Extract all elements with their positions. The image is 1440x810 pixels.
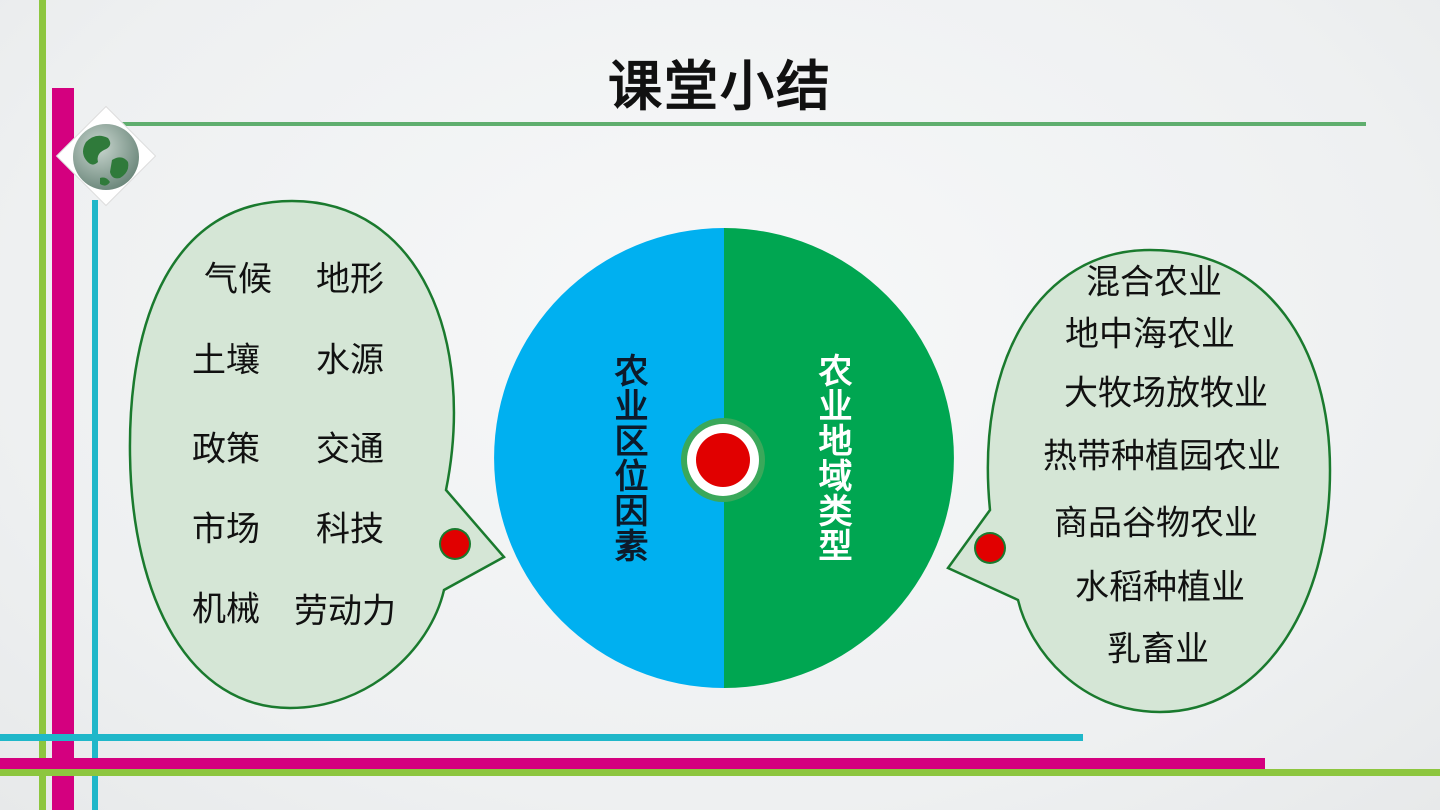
title-underline <box>100 122 1366 126</box>
right-item-commercial-grain: 商品谷物农业 <box>1054 503 1258 544</box>
left-item-labor: 劳动力 <box>294 591 396 632</box>
frame-magenta-horizontal-line <box>0 758 1265 769</box>
left-item-policy: 政策 <box>192 429 260 470</box>
center-left-label: 农业区位因素 <box>608 353 648 563</box>
center-right-label: 农业地域类型 <box>812 353 852 563</box>
left-item-technology: 科技 <box>316 509 384 550</box>
left-item-machinery: 机械 <box>192 589 260 630</box>
right-item-dairy: 乳畜业 <box>1107 629 1209 670</box>
left-item-market: 市场 <box>192 509 260 550</box>
center-circle <box>494 228 954 688</box>
right-item-mediterranean: 地中海农业 <box>1065 314 1235 355</box>
left-item-climate: 气候 <box>204 259 272 300</box>
page-title: 课堂小结 <box>608 55 832 118</box>
left-item-water: 水源 <box>316 340 384 381</box>
right-item-ranching: 大牧场放牧业 <box>1064 373 1268 414</box>
frame-green-horizontal-line <box>0 769 1440 776</box>
left-item-soil: 土壤 <box>192 340 260 381</box>
right-item-mixed-farming: 混合农业 <box>1086 262 1222 303</box>
left-item-transport: 交通 <box>316 429 384 470</box>
center-circle-left-half <box>494 228 724 688</box>
left-speech-bubble <box>128 199 506 710</box>
center-circle-right-half <box>724 228 954 688</box>
right-item-plantation: 热带种植园农业 <box>1043 436 1281 477</box>
globe-icon <box>55 105 157 207</box>
right-speech-bubble <box>946 248 1332 714</box>
right-item-rice: 水稻种植业 <box>1075 567 1245 608</box>
frame-green-vertical-line <box>39 0 46 810</box>
frame-magenta-vertical-line <box>52 88 74 810</box>
frame-cyan-horizontal-line <box>0 734 1083 741</box>
left-item-terrain: 地形 <box>316 259 384 300</box>
frame-cyan-vertical-line <box>92 200 98 810</box>
